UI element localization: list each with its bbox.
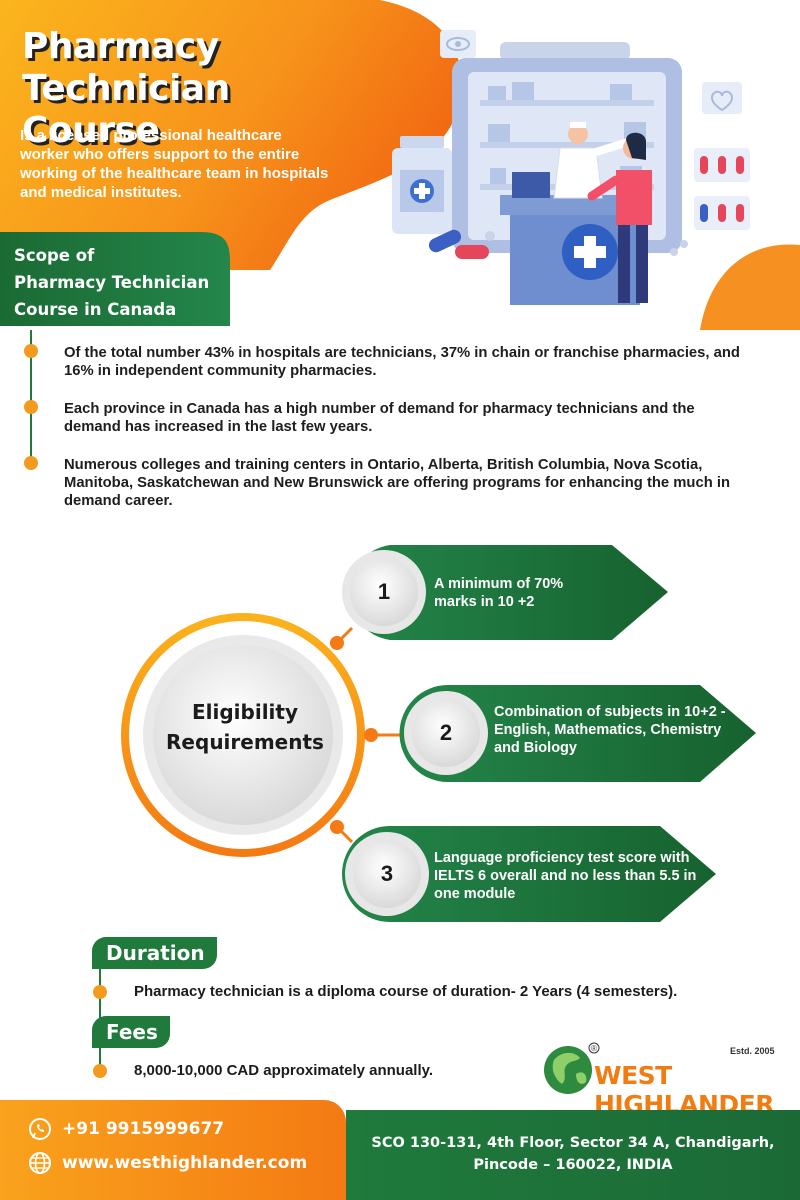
fees-timeline: [99, 1048, 101, 1068]
eligibility-title-line-1: Eligibility: [191, 700, 299, 724]
bullet-dot: [24, 400, 38, 414]
scope-heading-line-3: Course in Canada: [14, 300, 177, 319]
eligibility-step-3: [342, 826, 716, 922]
pill-icon: [428, 229, 688, 259]
west-highlander-logo: [544, 1042, 600, 1094]
scope-points: Of the total number 43% in hospitals are…: [0, 330, 800, 520]
fees-text: 8,000-10,000 CAD approximately annually.: [134, 1062, 434, 1079]
address-line-1: SCO 130-131, 4th Floor, Sector 34 A, Cha…: [371, 1135, 775, 1151]
logo-estd: Estd. 2005: [730, 1046, 775, 1056]
scope-heading-line-1: Scope of: [14, 246, 95, 265]
step-text: A minimum of 70% marks in 10 +2: [434, 576, 564, 610]
header-orange-blob: [0, 0, 462, 270]
scope-point: Each province in Canada has a high numbe…: [64, 401, 695, 435]
address-line-2: Pincode – 160022, INDIA: [473, 1157, 673, 1173]
globe-icon: [29, 1152, 51, 1174]
heart-pulse-icon: [702, 82, 742, 114]
header-description: Is a licensed professional healthcare wo…: [20, 127, 329, 201]
corner-blob: [700, 244, 800, 330]
bullet-dot: [24, 456, 38, 470]
pharmacist-figure: [553, 122, 632, 199]
website-link[interactable]: www.westhighlander.com: [62, 1153, 308, 1173]
connector-dot: [330, 820, 344, 834]
eligibility-title-line-2: Requirements: [166, 730, 324, 754]
connector-dot: [364, 728, 378, 742]
eligibility-diagram: [121, 545, 756, 922]
customer-figure: [587, 132, 652, 303]
footer-address-panel: [346, 1110, 800, 1200]
eligibility-step-1: [342, 545, 668, 640]
scope-heading: Scope of Pharmacy Technician Course in C…: [14, 242, 224, 323]
bullet-dot: [93, 985, 107, 999]
eligibility-title: Eligibility Requirements: [150, 697, 340, 757]
bullet-dot: [24, 344, 38, 358]
eligibility-disc: [153, 645, 333, 825]
bullet-dot: [93, 1064, 107, 1078]
footer-address: SCO 130-131, 4th Floor, Sector 34 A, Cha…: [368, 1132, 778, 1176]
connector-dot: [330, 636, 344, 650]
duration-tag: Duration: [92, 937, 217, 969]
scope-heading-line-2: Pharmacy Technician: [14, 273, 210, 292]
registered-mark: ®: [591, 1044, 597, 1053]
blister-pack: [694, 148, 750, 230]
eligibility-step-2: [399, 685, 756, 782]
page-title: Pharmacy Technician Course: [22, 26, 422, 152]
scope-banner: [0, 232, 230, 326]
scope-point: Of the total number 43% in hospitals are…: [64, 345, 740, 379]
title-line-1: Pharmacy Technician: [22, 26, 230, 109]
scope-point: Numerous colleges and training centers i…: [64, 457, 730, 509]
title-line-2: Course: [22, 110, 160, 151]
step-number: 2: [439, 720, 453, 745]
whatsapp-icon: [29, 1118, 51, 1140]
duration-text: Pharmacy technician is a diploma course …: [134, 983, 678, 1000]
eligibility-ring: [121, 613, 365, 857]
pharmacy-illustration: [392, 30, 800, 330]
footer-contact: [0, 1100, 346, 1200]
bullet-timeline: [30, 330, 32, 468]
step-number: 3: [380, 861, 394, 886]
fees-tag: Fees: [92, 1016, 170, 1048]
step-text: Language proficiency test score with IEL…: [434, 850, 697, 902]
phone-number[interactable]: +91 9915999677: [62, 1119, 225, 1139]
step-text: Combination of subjects in 10+2 - Englis…: [494, 704, 726, 756]
eye-icon: [440, 30, 476, 58]
step-number: 1: [377, 579, 391, 604]
medicine-bottle-icon: [392, 136, 452, 234]
